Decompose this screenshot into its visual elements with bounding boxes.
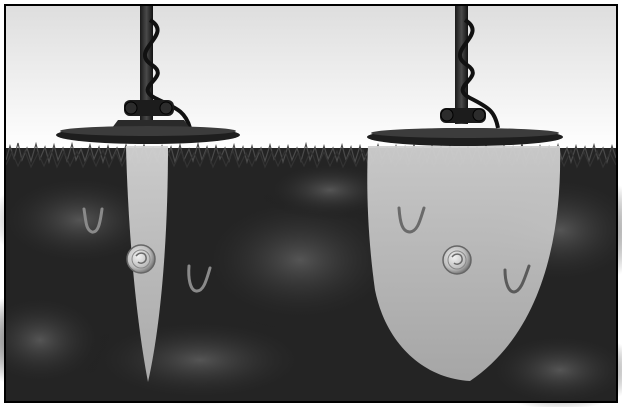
coin-icon: [443, 246, 471, 274]
coin-icon: [127, 245, 155, 273]
